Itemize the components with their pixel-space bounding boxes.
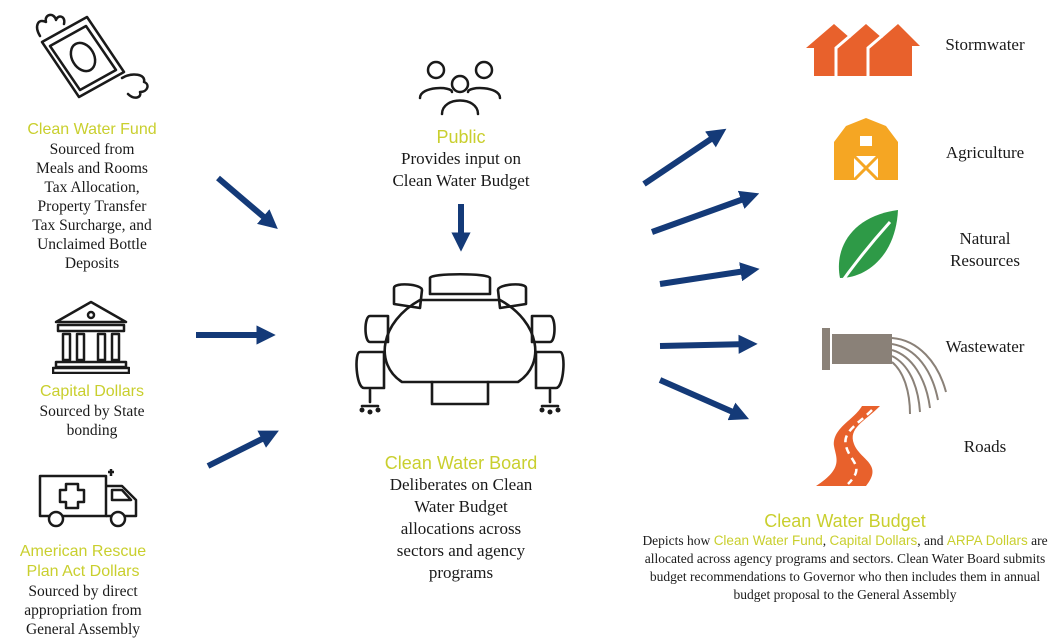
sector-label-roads: Roads <box>963 437 1007 456</box>
budget-desc-text-4: are allocated across agency programs and… <box>644 533 1048 602</box>
people-group-icon <box>418 60 502 116</box>
budget-highlight-arpa-dollars: ARPA Dollars <box>946 533 1028 548</box>
public-title: Public <box>436 127 486 147</box>
budget-desc-text-1: Depicts how <box>642 533 714 548</box>
arrow-to-natural-resources <box>659 262 760 287</box>
road-icon <box>816 406 880 486</box>
public-block: Public Provides input on Clean Water Bud… <box>358 126 564 192</box>
sector-label-agriculture: Agriculture <box>945 143 1025 162</box>
bank-building-icon <box>52 300 130 374</box>
clean-water-budget-block: Clean Water Budget Depicts how Clean Wat… <box>630 510 1060 604</box>
clean-water-board-block: Clean Water Board Deliberates on Clean W… <box>350 452 572 584</box>
clean-water-board-title: Clean Water Board <box>384 453 538 473</box>
sector-label-natural-resources: Natural Resources <box>950 229 1020 270</box>
outfall-pipe-icon <box>822 328 947 415</box>
flying-money-icon <box>35 13 149 99</box>
arrow-to-agriculture <box>650 190 760 235</box>
capital-dollars-block: Capital Dollars Sourced by State bonding <box>0 382 184 440</box>
houses-icon <box>806 24 920 76</box>
leaf-icon <box>834 210 898 291</box>
arpa-title: American Rescue Plan Act Dollars <box>19 543 147 580</box>
arpa-description: Sourced by direct appropriation from Gen… <box>24 583 142 638</box>
budget-highlight-capital-dollars: Capital Dollars <box>829 533 918 548</box>
budget-desc-text-3: , and <box>917 533 947 548</box>
arrow-to-roads <box>658 377 750 421</box>
arrow-fund-to-board <box>216 175 278 229</box>
clean-water-budget-title: Clean Water Budget <box>764 511 926 531</box>
clean-water-board-description: Deliberates on Clean Water Budget alloca… <box>389 475 533 582</box>
arrow-to-wastewater <box>659 334 758 354</box>
clean-water-fund-description: Sourced from Meals and Rooms Tax Allocat… <box>32 141 152 272</box>
ambulance-icon <box>38 469 138 528</box>
sector-label-wastewater: Wastewater <box>945 337 1025 356</box>
conference-table-icon <box>355 272 565 415</box>
capital-dollars-description: Sourced by State bonding <box>39 403 145 439</box>
budget-highlight-clean-water-fund: Clean Water Fund <box>713 533 823 548</box>
clean-water-fund-title: Clean Water Fund <box>27 121 157 138</box>
arpa-block: American Rescue Plan Act Dollars Sourced… <box>0 542 166 639</box>
arrow-arpa-to-board <box>206 430 279 469</box>
public-description: Provides input on Clean Water Budget <box>392 149 530 190</box>
barn-icon <box>834 118 898 180</box>
budget-desc-text-2: , <box>822 533 830 548</box>
sector-label-stormwater: Stormwater <box>945 35 1025 54</box>
capital-dollars-title: Capital Dollars <box>39 383 145 400</box>
clean-water-budget-description: Depicts how Clean Water Fund, Capital Do… <box>630 532 1060 604</box>
clean-water-fund-block: Clean Water Fund Sourced from Meals and … <box>0 120 184 273</box>
arrow-to-stormwater <box>642 128 727 187</box>
